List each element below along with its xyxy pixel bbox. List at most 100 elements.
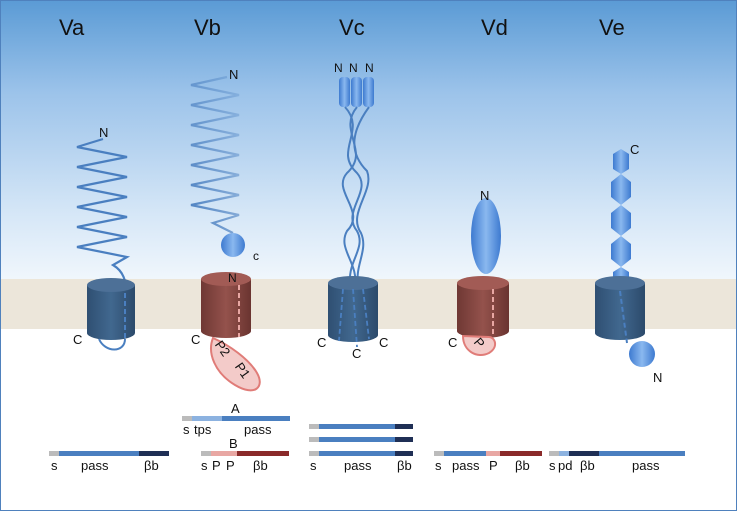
ve-domain-2 (611, 174, 631, 205)
ve-linker (619, 290, 628, 344)
vb-b-label-p2: P (226, 458, 235, 473)
title-ve: Ve (599, 15, 625, 40)
vc-n3-terminus: N (365, 61, 374, 75)
vb-passenger-helix (190, 75, 240, 234)
vb-c-terminus: C (191, 332, 200, 347)
vc-head-domain-2 (351, 77, 362, 107)
vc-head-domain-3 (363, 77, 374, 107)
vc-bar3-bb (395, 451, 413, 456)
va-gene-bar: s pass βb (49, 451, 169, 473)
vc-bar3-s (309, 451, 319, 456)
vb-n-terminus: N (229, 67, 238, 82)
vb-variant-a-label: A (231, 401, 240, 416)
vd-label-pass: pass (452, 458, 480, 473)
vc-gene-bars: s pass βb (309, 424, 413, 473)
vb-barrel (201, 279, 251, 338)
vc-c3-terminus: C (379, 335, 388, 350)
panel-vc: N N N C C C (317, 61, 388, 361)
va-label-bb: βb (144, 458, 159, 473)
vb-a-seg-pass (222, 416, 290, 421)
panel-vd: N P C (448, 188, 509, 356)
vb-a-seg-s (182, 416, 192, 421)
va-barrel-top (87, 278, 135, 292)
ve-seg-pd (559, 451, 569, 456)
vc-bar1-pass (319, 424, 395, 429)
vc-stalk-2 (341, 106, 358, 288)
vd-gene-bar: s pass P βb (434, 451, 542, 473)
vc-barrel-top (328, 276, 378, 290)
vc-bar2-bb (395, 437, 413, 442)
title-vc: Vc (339, 15, 365, 40)
vd-barrel-top (457, 276, 509, 290)
ve-barrel-top (595, 276, 645, 290)
ve-c-terminus: C (630, 142, 639, 157)
vc-barrel (328, 283, 378, 342)
vc-bar1-s (309, 424, 319, 429)
ve-seg-bb (569, 451, 599, 456)
title-vd: Vd (481, 15, 508, 40)
vb-b-seg-s (201, 451, 211, 456)
va-seg-pass (59, 451, 139, 456)
title-va: Va (59, 15, 85, 40)
va-barrel (87, 285, 135, 340)
ve-seg-pass (599, 451, 685, 456)
vb-variant-b-label: B (229, 436, 238, 451)
va-passenger-helix (76, 137, 131, 294)
ve-label-pass: pass (632, 458, 660, 473)
vb-p2-label: P2 (212, 338, 233, 360)
va-n-terminus: N (99, 125, 108, 140)
vd-n-terminus: N (480, 188, 489, 203)
vb-b-seg-p (211, 451, 237, 456)
vd-seg-p (486, 451, 500, 456)
vc-c2-terminus: C (352, 346, 361, 361)
vb-a-seg-tps (192, 416, 222, 421)
panel-ve: C N (595, 142, 662, 385)
ve-seg-s (549, 451, 559, 456)
vc-bar3-pass (319, 451, 395, 456)
vd-seg-bb (500, 451, 542, 456)
vb-b-seg-bb (237, 451, 289, 456)
vb-b-label-s: s (201, 458, 208, 473)
title-vb: Vb (194, 15, 221, 40)
vb-c-domain (221, 233, 245, 257)
vb-a-label-s: s (183, 422, 190, 437)
vc-label-bb: βb (397, 458, 412, 473)
vc-label-pass: pass (344, 458, 372, 473)
va-linker-loop (98, 338, 126, 351)
ve-label-bb: βb (580, 458, 595, 473)
vd-passenger-loop (461, 334, 496, 356)
vd-seg-pass (444, 451, 486, 456)
va-seg-bb (139, 451, 169, 456)
vb-b-label-p1: P (212, 458, 221, 473)
ve-n-terminus: N (653, 370, 662, 385)
vd-seg-s (434, 451, 444, 456)
ve-gene-bar: s pd βb pass (549, 451, 685, 473)
vb-b-label-bb: βb (253, 458, 268, 473)
vb-a-label-tps: tps (194, 422, 212, 437)
vb-barrel-top (201, 272, 251, 286)
va-label-pass: pass (81, 458, 109, 473)
vc-stalk-3 (353, 106, 370, 288)
vd-barrel (457, 283, 509, 338)
vb-a-label-pass: pass (244, 422, 272, 437)
vd-label-s: s (435, 458, 442, 473)
vd-passenger-domain (471, 198, 501, 274)
ve-domain-4 (611, 236, 631, 267)
vd-label-bb: βb (515, 458, 530, 473)
vc-bar2-s (309, 437, 319, 442)
ve-label-pd: pd (558, 458, 572, 473)
ve-domain-1 (613, 149, 629, 174)
vc-bar2-pass (319, 437, 395, 442)
ve-domain-3 (611, 205, 631, 236)
vb-gene-bar-a: A s tps pass (182, 401, 290, 437)
vc-n1-terminus: N (334, 61, 343, 75)
vb-n-inner-terminus: N (228, 271, 237, 285)
vd-c-terminus: C (448, 335, 457, 350)
va-label-s: s (51, 458, 58, 473)
vc-head-domain-1 (339, 77, 350, 107)
vc-barrel-strands (338, 288, 370, 348)
vb-gene-bar-b: B s P P βb (201, 436, 289, 473)
vc-label-s: s (310, 458, 317, 473)
